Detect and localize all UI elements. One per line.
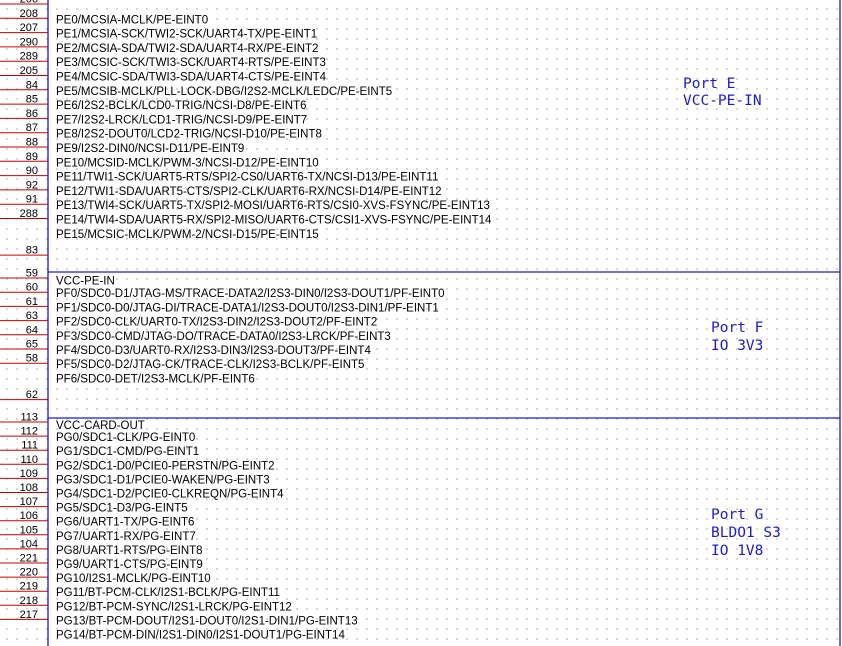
pin-name: PG9/UART1-CTS/PG-EINT9 (56, 559, 203, 571)
pin-number: 208 (20, 8, 38, 20)
port-label: Port E (683, 76, 735, 92)
pin-name: PE12/TWI1-SDA/UART5-CTS/SPI2-CLK/UART6-R… (56, 186, 442, 198)
pin-name: VCC-CARD-OUT (56, 420, 145, 432)
pin-number: 90 (26, 165, 38, 177)
pin-name: PG11/BT-PCM-CLK/I2S1-BCLK/PG-EINT11 (56, 587, 280, 599)
pin-name: PE10/MCSID-MCLK/PWM-3/NCSI-D12/PE-EINT10 (56, 157, 319, 169)
pin-name: PG7/UART1-RX/PG-EINT7 (56, 531, 196, 543)
pin-name: PE14/TWI4-SDA/UART5-RX/SPI2-MISO/UART6-C… (56, 215, 492, 227)
pin-number: 205 (20, 65, 38, 77)
pin-name: PF3/SDC0-CMD/JTAG-DO/TRACE-DATA0/I2S3-LR… (56, 331, 391, 343)
pin-number: 59 (26, 268, 38, 280)
port-label: VCC-PE-IN (683, 93, 762, 109)
pin-number: 58 (26, 353, 38, 365)
pin-number: 112 (20, 426, 38, 438)
pin-name: PF1/SDC0-D0/JTAG-DI/TRACE-DATA1/I2S3-DOU… (56, 302, 439, 314)
pin-name: PG3/SDC1-D1/PCIE0-WAKEN/PG-EINT3 (56, 474, 270, 486)
pin-number: 221 (20, 553, 38, 565)
pin-number: 107 (20, 496, 38, 508)
pin-name: PF6/SDC0-DET/I2S3-MCLK/PF-EINT6 (56, 373, 255, 385)
pin-number: 86 (26, 108, 38, 120)
pin-number: 92 (26, 179, 38, 191)
pin-number: 289 (20, 51, 38, 63)
pin-number: 108 (20, 482, 38, 494)
pin-number: 83 (26, 245, 38, 257)
pin-name: PE5/MCSIB-MCLK/PLL-LOCK-DBG/I2S2-MCLK/LE… (56, 86, 392, 98)
pin-number: 106 (20, 510, 38, 522)
pin-number: 85 (26, 94, 38, 106)
pin-name: PE11/TWI1-SCK/UART5-RTS/SPI2-CS0/UART6-T… (56, 172, 438, 184)
pin-name: PF2/SDC0-CLK/UART0-TX/I2S3-DIN2/I2S3-DOU… (56, 317, 377, 329)
pin-name: PG0/SDC1-CLK/PG-EINT0 (56, 432, 195, 444)
pin-name: PF4/SDC0-D3/UART0-RX/I2S3-DIN3/I2S3-DOUT… (56, 345, 371, 357)
pin-number: 64 (26, 324, 38, 336)
pin-number: 87 (26, 122, 38, 134)
port-label: IO 1V8 (711, 543, 763, 559)
pin-number: 89 (26, 151, 38, 163)
pin-name: PE0/MCSIA-MCLK/PE-EINT0 (56, 14, 208, 26)
pin-number: 290 (20, 36, 38, 48)
pin-number: 219 (20, 581, 38, 593)
pin-name: PG13/BT-PCM-DOUT/I2S1-DOUT0/I2S1-DIN1/PG… (56, 615, 358, 627)
pin-number: 91 (26, 194, 38, 206)
pin-name: PE6/I2S2-BCLK/LCD0-TRIG/NCSI-D8/PE-EINT6 (56, 100, 307, 112)
pin-number: 110 (20, 454, 38, 466)
pin-number: 65 (26, 339, 38, 351)
pin-name: VCC-PE-IN (56, 275, 115, 287)
pin-name: PF0/SDC0-D1/JTAG-MS/TRACE-DATA2/I2S3-DIN… (56, 288, 445, 300)
pin-number: 60 (26, 282, 38, 294)
pin-number: 62 (26, 389, 38, 401)
pin-name: PE4/MCSIC-SDA/TWI3-SDA/UART4-CTS/PE-EINT… (56, 72, 327, 84)
port-label: Port G (711, 507, 763, 523)
port-label: Port F (711, 320, 763, 336)
pin-number: 104 (20, 538, 38, 550)
pin-name: PG12/BT-PCM-SYNC/I2S1-LRCK/PG-EINT12 (56, 601, 292, 613)
pin-number: 288 (20, 208, 38, 220)
pin-name: PG1/SDC1-CMD/PG-EINT1 (56, 446, 199, 458)
pin-name: PG14/BT-PCM-DIN/I2S1-DIN0/I2S1-DOUT1/PG-… (56, 630, 345, 642)
pin-name: PE3/MCSIC-SCK/TWI3-SCK/UART4-RTS/PE-EINT… (56, 57, 326, 69)
pin-number: 207 (20, 22, 38, 34)
pin-name: PE2/MCSIA-SDA/TWI2-SDA/UART4-RX/PE-EINT2 (56, 43, 318, 55)
pin-name: PE15/MCSIC-MCLK/PWM-2/NCSI-D15/PE-EINT15 (56, 229, 319, 241)
port-label: IO 3V3 (711, 338, 763, 354)
pin-number: 217 (20, 609, 38, 621)
pin-name: PG10/I2S1-MCLK/PG-EINT10 (56, 573, 211, 585)
pin-name: PG5/SDC1-D3/PG-EINT5 (56, 503, 188, 515)
pin-name: PE13/TWI4-SCK/UART5-TX/SPI2-MOSI/UART6-R… (56, 200, 490, 212)
pin-name: PE7/I2S2-LRCK/LCD1-TRIG/NCSI-D9/PE-EINT7 (56, 114, 307, 126)
pin-number: 109 (20, 468, 38, 480)
pin-name: PG2/SDC1-D0/PCIE0-PERSTN/PG-EINT2 (56, 460, 275, 472)
pin-number: 220 (20, 567, 38, 579)
pin-name: PG4/SDC1-D2/PCIE0-CLKREQN/PG-EINT4 (56, 489, 284, 501)
pin-name: PG6/UART1-TX/PG-EINT6 (56, 517, 194, 529)
pin-name: PE1/MCSIA-SCK/TWI2-SCK/UART4-TX/PE-EINT1 (56, 29, 317, 41)
pin-name: PE8/I2S2-DOUT0/LCD2-TRIG/NCSI-D10/PE-EIN… (56, 129, 322, 141)
port-label: BLDO1 S3 (711, 525, 781, 541)
pin-number: 111 (21, 440, 38, 452)
pin-number: 63 (26, 310, 38, 322)
pin-number: 206 (20, 0, 38, 6)
pin-number: 84 (26, 79, 38, 91)
pin-name: PE9/I2S2-DIN0/NCSI-D11/PE-EINT9 (56, 143, 244, 155)
pin-number: 61 (26, 296, 38, 308)
pin-name: PF5/SDC0-D2/JTAG-CK/TRACE-CLK/I2S3-BCLK/… (56, 359, 364, 371)
pin-number: 113 (20, 412, 38, 424)
pin-number: 218 (20, 595, 38, 607)
pin-name: PG8/UART1-RTS/PG-EINT8 (56, 545, 203, 557)
pin-number: 105 (20, 524, 38, 536)
pin-number: 88 (26, 137, 38, 149)
